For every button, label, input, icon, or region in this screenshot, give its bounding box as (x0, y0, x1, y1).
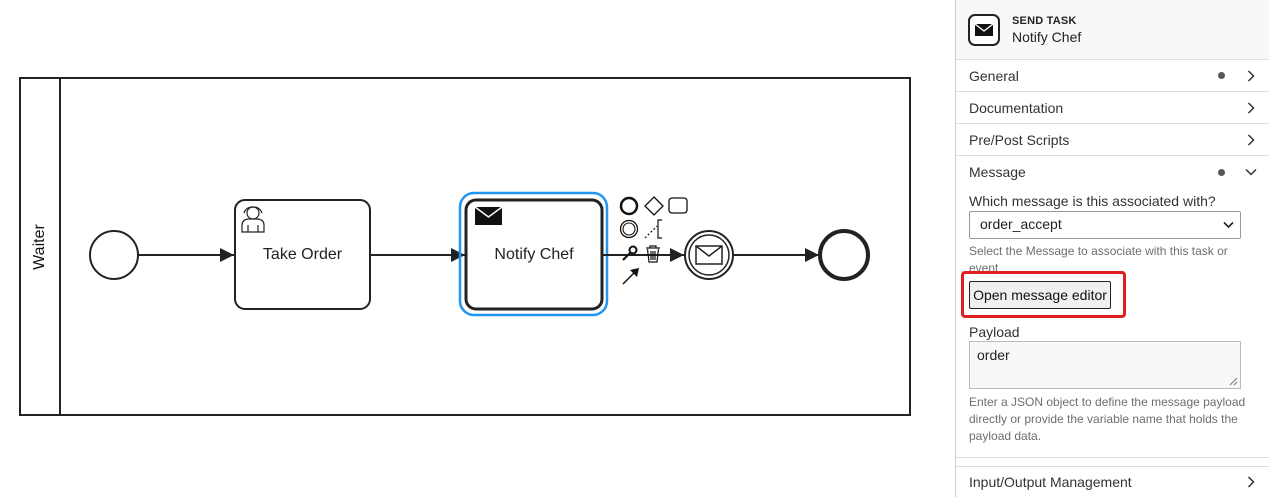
message-select-value: order_accept (980, 216, 1062, 232)
wrench-icon[interactable] (622, 245, 638, 261)
task-take-order-label: Take Order (262, 245, 343, 263)
append-gateway-icon[interactable] (644, 196, 664, 216)
element-type: SEND TASK (1012, 14, 1077, 27)
select-arrow-icon (1223, 221, 1234, 229)
payload-help: Enter a JSON object to define the messag… (969, 395, 1246, 443)
start-event[interactable] (89, 230, 139, 280)
group-io-management[interactable]: Input/Output Management (956, 466, 1269, 497)
properties-panel: SEND TASK Notify Chef General Documentat… (955, 0, 1269, 497)
group-message-title: Message (969, 164, 1026, 180)
lane-label: Waiter (20, 78, 60, 415)
task-take-order[interactable] (234, 199, 371, 310)
message-select[interactable]: order_accept (969, 211, 1241, 239)
header-text: SEND TASK Notify Chef (1012, 15, 1081, 45)
envelope-icon (695, 245, 723, 265)
intermediate-event-inner-ring (688, 234, 730, 276)
chevron-right-icon (1245, 69, 1257, 82)
element-name: Notify Chef (1012, 28, 1082, 45)
connect-arrow-icon[interactable] (622, 268, 639, 285)
message-select-label: Which message is this associated with? (969, 193, 1216, 209)
chevron-right-icon (1245, 101, 1257, 114)
data-marker-dot (1218, 72, 1225, 79)
payload-textarea[interactable]: order (969, 341, 1241, 389)
context-pad (619, 196, 688, 285)
trash-icon[interactable] (646, 245, 660, 263)
send-task-icon (968, 13, 1000, 46)
group-general[interactable]: General (956, 60, 1269, 92)
group-prepost-title: Pre/Post Scripts (969, 131, 1070, 148)
group-prepost-scripts[interactable]: Pre/Post Scripts (956, 124, 1269, 156)
user-task-icon (241, 206, 265, 233)
text-annotation-icon[interactable] (644, 219, 662, 239)
task-notify-chef[interactable] (464, 198, 604, 311)
group-message[interactable]: Message (956, 156, 1269, 188)
group-io-title: Input/Output Management (969, 474, 1132, 490)
task-notify-chef-label: Notify Chef (494, 245, 574, 263)
payload-label: Payload (969, 324, 1020, 340)
group-documentation[interactable]: Documentation (956, 92, 1269, 124)
diagram-svg (19, 77, 911, 416)
chevron-right-icon (1245, 476, 1257, 488)
lane-label-text: Waiter (31, 223, 49, 270)
chevron-down-icon (1245, 166, 1257, 178)
open-message-editor-button[interactable]: Open message editor (969, 281, 1111, 309)
append-end-event-icon[interactable] (619, 196, 639, 216)
message-group-body: Which message is this associated with? o… (956, 188, 1269, 458)
panel-header: SEND TASK Notify Chef (956, 0, 1269, 60)
diagram-canvas[interactable]: Waiter Take Order Notify Chef (0, 0, 955, 497)
resize-grip-icon[interactable] (1229, 377, 1238, 386)
group-general-title: General (969, 67, 1019, 84)
chevron-right-icon (1245, 133, 1257, 146)
payload-value: order (977, 347, 1010, 363)
send-task-icon (474, 206, 503, 225)
group-documentation-title: Documentation (969, 99, 1064, 116)
data-marker-dot (1218, 168, 1225, 176)
highlight-box (961, 271, 1126, 318)
end-event[interactable] (818, 229, 870, 281)
append-task-icon[interactable] (668, 197, 688, 214)
